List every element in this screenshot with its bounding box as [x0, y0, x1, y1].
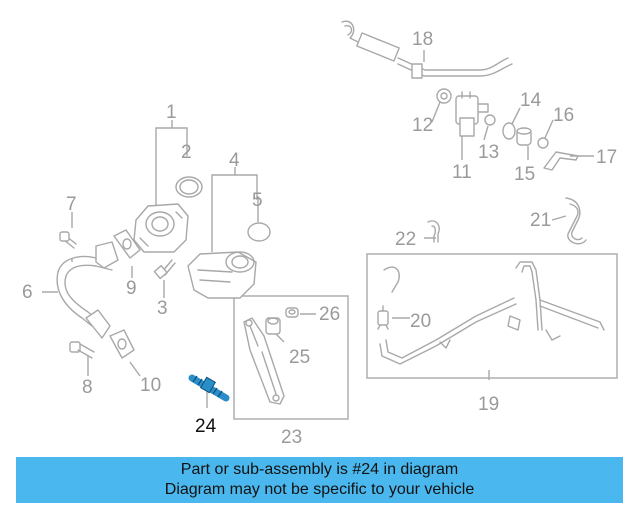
callout-2[interactable]: 2 [181, 142, 192, 163]
part-9-gasket [113, 229, 141, 259]
part-13-clamp [484, 114, 496, 126]
callout-17[interactable]: 17 [596, 147, 617, 168]
callout-5[interactable]: 5 [252, 190, 263, 211]
bracket-lead-4 [211, 167, 258, 252]
banner-line-1: Part or sub-assembly is #24 in diagram [180, 461, 459, 478]
part-17-bracket [543, 151, 579, 171]
part-3-bolt [153, 259, 176, 280]
part-2-gasket [175, 176, 203, 198]
part-25-bushing [265, 317, 281, 335]
callout-13[interactable]: 13 [478, 142, 499, 163]
part-12-washer [436, 88, 452, 104]
callout-21[interactable]: 21 [530, 210, 551, 231]
part-24-stud[interactable] [188, 374, 230, 402]
bracket-lead-1 [155, 120, 188, 205]
callout-6[interactable]: 6 [22, 282, 33, 303]
part-18-hose [341, 20, 513, 79]
part-20-valve [377, 305, 389, 330]
callout-23[interactable]: 23 [281, 427, 302, 448]
callout-19[interactable]: 19 [478, 394, 499, 415]
part-1-valve-body [133, 203, 189, 253]
part-11-valve [455, 91, 489, 137]
callout-8[interactable]: 8 [82, 377, 93, 398]
assembly-box-19 [366, 253, 618, 379]
callout-25[interactable]: 25 [289, 347, 310, 368]
part-7-bolt [59, 231, 77, 249]
part-19-pipe-assembly [379, 261, 605, 365]
part-22-hose [427, 220, 440, 243]
part-15-bushing [516, 127, 532, 146]
part-5-o-ring [247, 222, 271, 242]
callout-9[interactable]: 9 [126, 278, 137, 299]
callout-10[interactable]: 10 [140, 375, 161, 396]
callout-3[interactable]: 3 [157, 298, 168, 319]
callout-22[interactable]: 22 [395, 229, 416, 250]
leader-lines [42, 50, 594, 408]
callout-26[interactable]: 26 [319, 304, 340, 325]
info-banner: Part or sub-assembly is #24 in diagram D… [16, 457, 623, 503]
part-14-ring [502, 122, 516, 140]
callout-20[interactable]: 20 [410, 311, 431, 332]
part-23-bracket [243, 317, 285, 405]
banner-line-2: Diagram may not be specific to your vehi… [164, 481, 475, 498]
part-8-bolt [69, 341, 95, 359]
callout-4[interactable]: 4 [229, 150, 240, 171]
callout-15[interactable]: 15 [514, 164, 535, 185]
callout-18[interactable]: 18 [412, 29, 433, 50]
part-16-nut [537, 137, 549, 149]
part-6-egr-pipe [56, 241, 119, 339]
part-10-gasket [109, 329, 135, 359]
part-21-pipe [565, 197, 587, 245]
callout-11[interactable]: 11 [452, 162, 472, 183]
callout-14[interactable]: 14 [520, 90, 542, 111]
callout-1[interactable]: 1 [166, 102, 177, 123]
part-26-clip [285, 307, 299, 318]
callout-12[interactable]: 12 [412, 115, 433, 136]
callout-24[interactable]: 24 [195, 416, 217, 437]
callout-7[interactable]: 7 [66, 194, 77, 215]
assembly-box-23 [233, 295, 349, 420]
callout-16[interactable]: 16 [553, 105, 574, 126]
part-4-valve-housing [187, 251, 257, 299]
